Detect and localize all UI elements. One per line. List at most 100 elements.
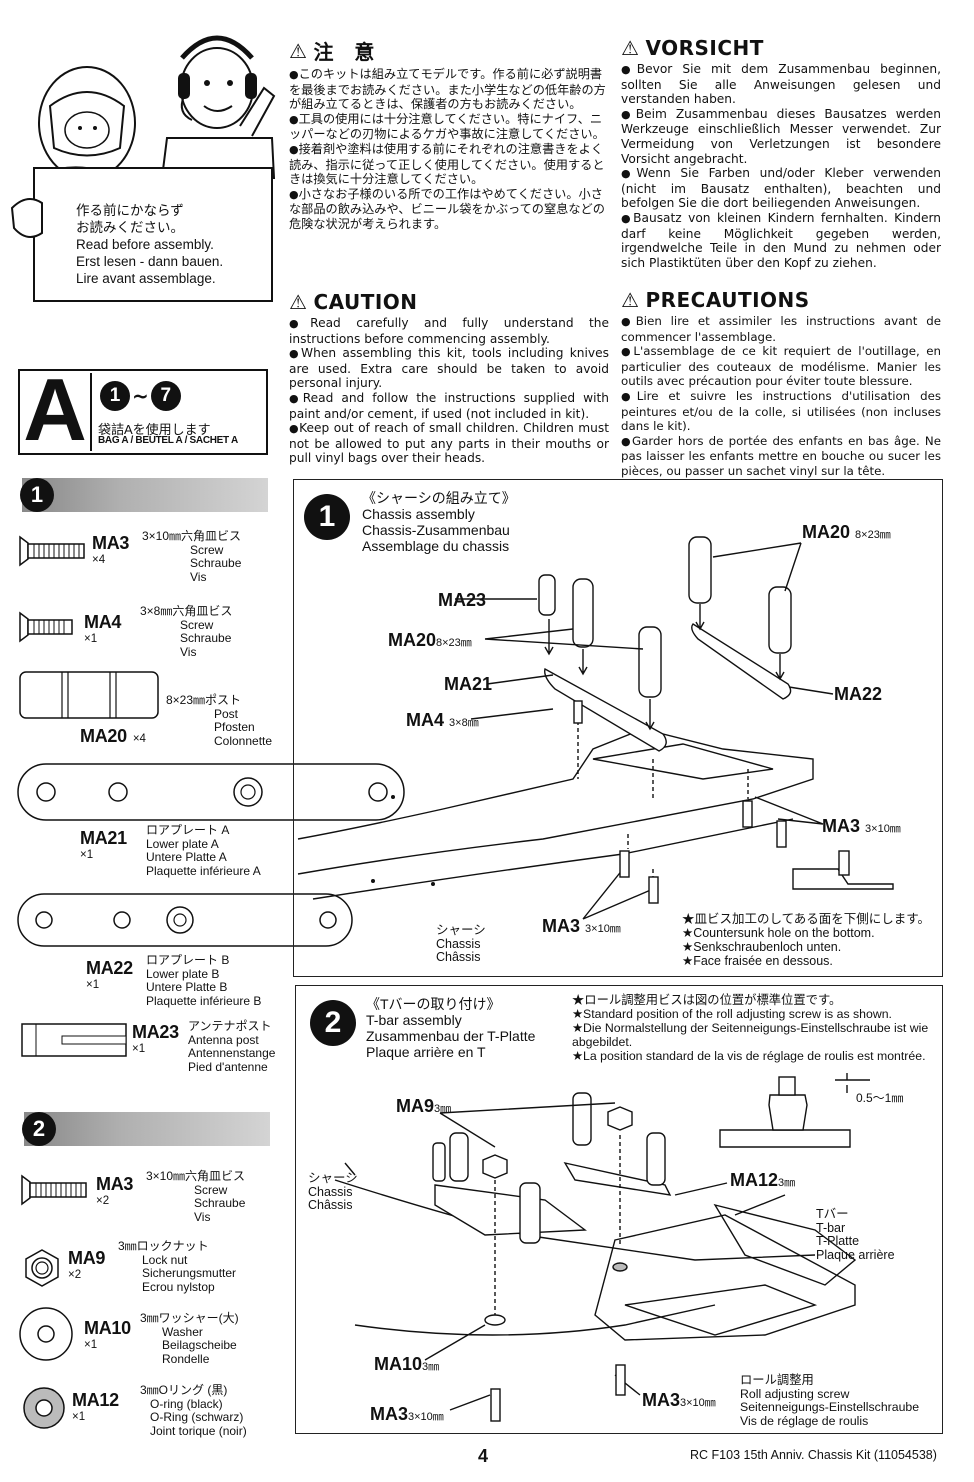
warning-fr-item: ●Garder hors de portée des enfants en ba… xyxy=(621,433,941,478)
step1-label-ma3-right: MA3 3×10㎜ xyxy=(822,816,901,836)
step2-gap-label: 0.5～1㎜ xyxy=(856,1091,904,1105)
ma23-antenna-post-drawing xyxy=(21,1023,127,1057)
warning-de-item: ●Beim Zusammenbau dieses Bausatzes werde… xyxy=(621,106,941,166)
warning-jp-item: ●工具の使用には十分注意してください。特にナイフ、ニッパーなどの刃物によるケガや… xyxy=(289,111,605,142)
warning-de-title: VORSICHT xyxy=(645,36,764,60)
warning-de-item: ●Bevor Sie mit dem Zusammenbau beginnen,… xyxy=(621,62,941,107)
step1-panel xyxy=(293,479,943,977)
step2-label-ma9: MA93㎜ xyxy=(396,1096,452,1116)
part-ma3: MA3 ×4 xyxy=(92,533,130,566)
step2-label-ma3-right: MA33×10㎜ xyxy=(642,1390,716,1410)
step1-label-ma4: MA4 3×8㎜ xyxy=(406,710,479,730)
step1-label-ma20-left: MA208×23㎜ xyxy=(388,630,472,650)
part-ma20: MA20 ×4 xyxy=(80,726,146,746)
ma4-screw-drawing xyxy=(19,611,73,643)
step2-panel xyxy=(295,985,943,1434)
warning-de-item: ●Bausatz von kleinen Kindern fernhalten.… xyxy=(621,210,941,270)
part2-ma9: MA9 ×2 xyxy=(68,1248,106,1281)
step1-number: 1 xyxy=(304,494,350,540)
step1-label-ma23: MA23 xyxy=(438,590,487,610)
step2-roll-label: ロール調整用 Roll adjusting screw Seitenneigun… xyxy=(740,1373,920,1428)
page-number: 4 xyxy=(478,1446,489,1466)
ma9-nut-drawing xyxy=(25,1249,59,1287)
step1-label-ma21: MA21 xyxy=(444,674,493,694)
step1-chassis-label: シャーシ Chassis Châssis xyxy=(436,923,486,964)
ma20-post-drawing xyxy=(19,671,159,719)
warning-en: ⚠CAUTION ●Read carefully and fully under… xyxy=(289,290,609,466)
warning-jp-item: ●小さなお子様のいる所での工作はやめてください。小さな部品の飲み込みや、ビニール… xyxy=(289,186,605,231)
step1-label-ma22: MA22 xyxy=(834,684,883,704)
warning-en-item: ●Keep out of reach of small children. Ch… xyxy=(289,421,609,466)
step2-label-ma12: MA123㎜ xyxy=(730,1170,796,1190)
sign-line-en: Read before assembly. xyxy=(76,237,214,252)
part-ma21-desc: ロアプレート A Lower plate A Untere Platte A P… xyxy=(146,823,261,878)
part-ma23-desc: アンテナポスト Antenna post Antennenstange Pied… xyxy=(188,1019,276,1074)
part2-ma3: MA3 ×2 xyxy=(96,1174,134,1207)
step1-parts-number: 1 xyxy=(20,478,54,512)
step2-parts-bar xyxy=(24,1112,270,1146)
warning-triangle-icon: ⚠ xyxy=(289,290,308,314)
step2-chassis-label: シャーシ Chassis Châssis xyxy=(308,1171,358,1212)
warning-triangle-icon: ⚠ xyxy=(621,288,640,312)
warning-fr-item: ●Lire et suivre les instructions d'utili… xyxy=(621,388,941,434)
step1-title: 《シャーシの組み立て》 Chassis assembly Chassis-Zus… xyxy=(362,490,516,554)
warning-fr-title: PRECAUTIONS xyxy=(645,288,810,312)
part-ma23: MA23 ×1 xyxy=(132,1022,179,1055)
warning-fr: ⚠PRECAUTIONS ●Bien lire et assimiler les… xyxy=(621,288,941,479)
step1-notes: ★皿ビス加工のしてある面を下側にします。 ★Countersunk hole o… xyxy=(682,912,931,968)
intro-illustration: 作る前にかならず お読みください。 Read before assembly. … xyxy=(2,18,280,304)
mechanic-cartoon xyxy=(10,35,276,302)
warning-jp-title: 注 意 xyxy=(313,40,375,64)
part2-ma12-desc: 3㎜Oリング (黒) O-ring (black) O-Ring (schwar… xyxy=(140,1383,247,1438)
warning-fr-item: ●Bien lire et assimiler les instructions… xyxy=(621,314,941,344)
part-ma22: MA22 ×1 xyxy=(86,958,133,991)
bag-box: A 1 ~ 7 袋詰Aを使用します BAG A / BEUTEL A / SAC… xyxy=(18,365,268,455)
bag-range-end: 7 xyxy=(150,381,181,411)
warning-en-title: CAUTION xyxy=(313,290,418,314)
ma3-screw-drawing xyxy=(21,1174,87,1206)
step1-label-ma20-top: MA20 8×23㎜ xyxy=(802,522,891,542)
sign-line-jp2: お読みください。 xyxy=(76,220,184,235)
part2-ma9-desc: 3㎜ロックナット Lock nut Sicherungsmutter Ecrou… xyxy=(118,1239,237,1294)
warning-jp: ⚠注 意 ●このキットは組み立てモデルです。作る前に必ず説明書を最後までお読みく… xyxy=(289,36,609,232)
sign-line-jp1: 作る前にかならず xyxy=(76,203,184,218)
step2-label-ma3-left: MA33×10㎜ xyxy=(370,1404,444,1424)
warning-triangle-icon: ⚠ xyxy=(289,38,308,63)
step1-assembly-drawing xyxy=(297,536,894,920)
bag-range-start: 1 xyxy=(100,381,130,411)
footer-title: RC F103 15th Anniv. Chassis Kit (1105453… xyxy=(690,1448,937,1462)
bag-range-sep: ~ xyxy=(132,384,149,408)
ma22-plate-drawing xyxy=(17,893,353,947)
step1-label-ma3-bottom: MA3 3×10㎜ xyxy=(542,916,621,936)
part-ma3-desc: 3×10㎜六角皿ビス Screw Schraube Vis xyxy=(142,529,242,584)
part-ma21: MA21 ×1 xyxy=(80,828,127,861)
step2-number: 2 xyxy=(310,1000,356,1046)
sign-line-de: Erst lesen - dann bauen. xyxy=(76,254,224,269)
ma21-plate-drawing xyxy=(17,763,405,821)
warning-fr-item: ●L'assemblage de ce kit requiert de l'ou… xyxy=(621,344,941,389)
step2-tbar-label: Tバー T-bar T-Platte Plaque arrière xyxy=(816,1207,895,1262)
bag-letter: A xyxy=(23,360,87,459)
step2-parts-number: 2 xyxy=(22,1112,56,1146)
step1-parts-bar xyxy=(22,478,268,512)
part-ma4-desc: 3×8㎜六角皿ビス Screw Schraube Vis xyxy=(140,604,233,659)
ma12-oring-drawing xyxy=(23,1387,65,1429)
ma3-screw-drawing xyxy=(19,535,85,567)
part-ma22-desc: ロアプレート B Lower plate B Untere Platte B P… xyxy=(146,953,262,1008)
warning-de-item: ●Wenn Sie Farben und/oder Kleber verwend… xyxy=(621,166,941,211)
step2-assembly-drawing xyxy=(334,1073,870,1422)
warning-en-item: ●Read carefully and fully understand the… xyxy=(289,316,609,346)
ma10-washer-drawing xyxy=(19,1307,73,1361)
step2-title: 《Tバーの取り付け》 T-bar assembly Zusammenbau de… xyxy=(366,996,536,1060)
part2-ma10: MA10 ×1 xyxy=(84,1318,131,1351)
intro-sign-text: 作る前にかならず お読みください。 Read before assembly. … xyxy=(76,202,223,287)
warning-en-item: ●Read and follow the instructions suppli… xyxy=(289,390,609,421)
warning-jp-item: ●このキットは組み立てモデルです。作る前に必ず説明書を最後までお読みください。ま… xyxy=(289,67,606,112)
warning-de: ⚠VORSICHT ●Bevor Sie mit dem Zusammenbau… xyxy=(621,36,941,270)
sign-line-fr: Lire avant assemblage. xyxy=(76,271,216,286)
warning-triangle-icon: ⚠ xyxy=(621,36,640,60)
part-ma20-desc: 8×23㎜ポスト Post Pfosten Colonnette xyxy=(166,693,273,748)
bag-jp: 袋詰Aを使用します xyxy=(98,422,211,437)
part2-ma3-desc: 3×10㎜六角皿ビス Screw Schraube Vis xyxy=(146,1169,246,1224)
part2-ma10-desc: 3㎜ワッシャー(大) Washer Beilagscheibe Rondelle xyxy=(140,1311,239,1366)
